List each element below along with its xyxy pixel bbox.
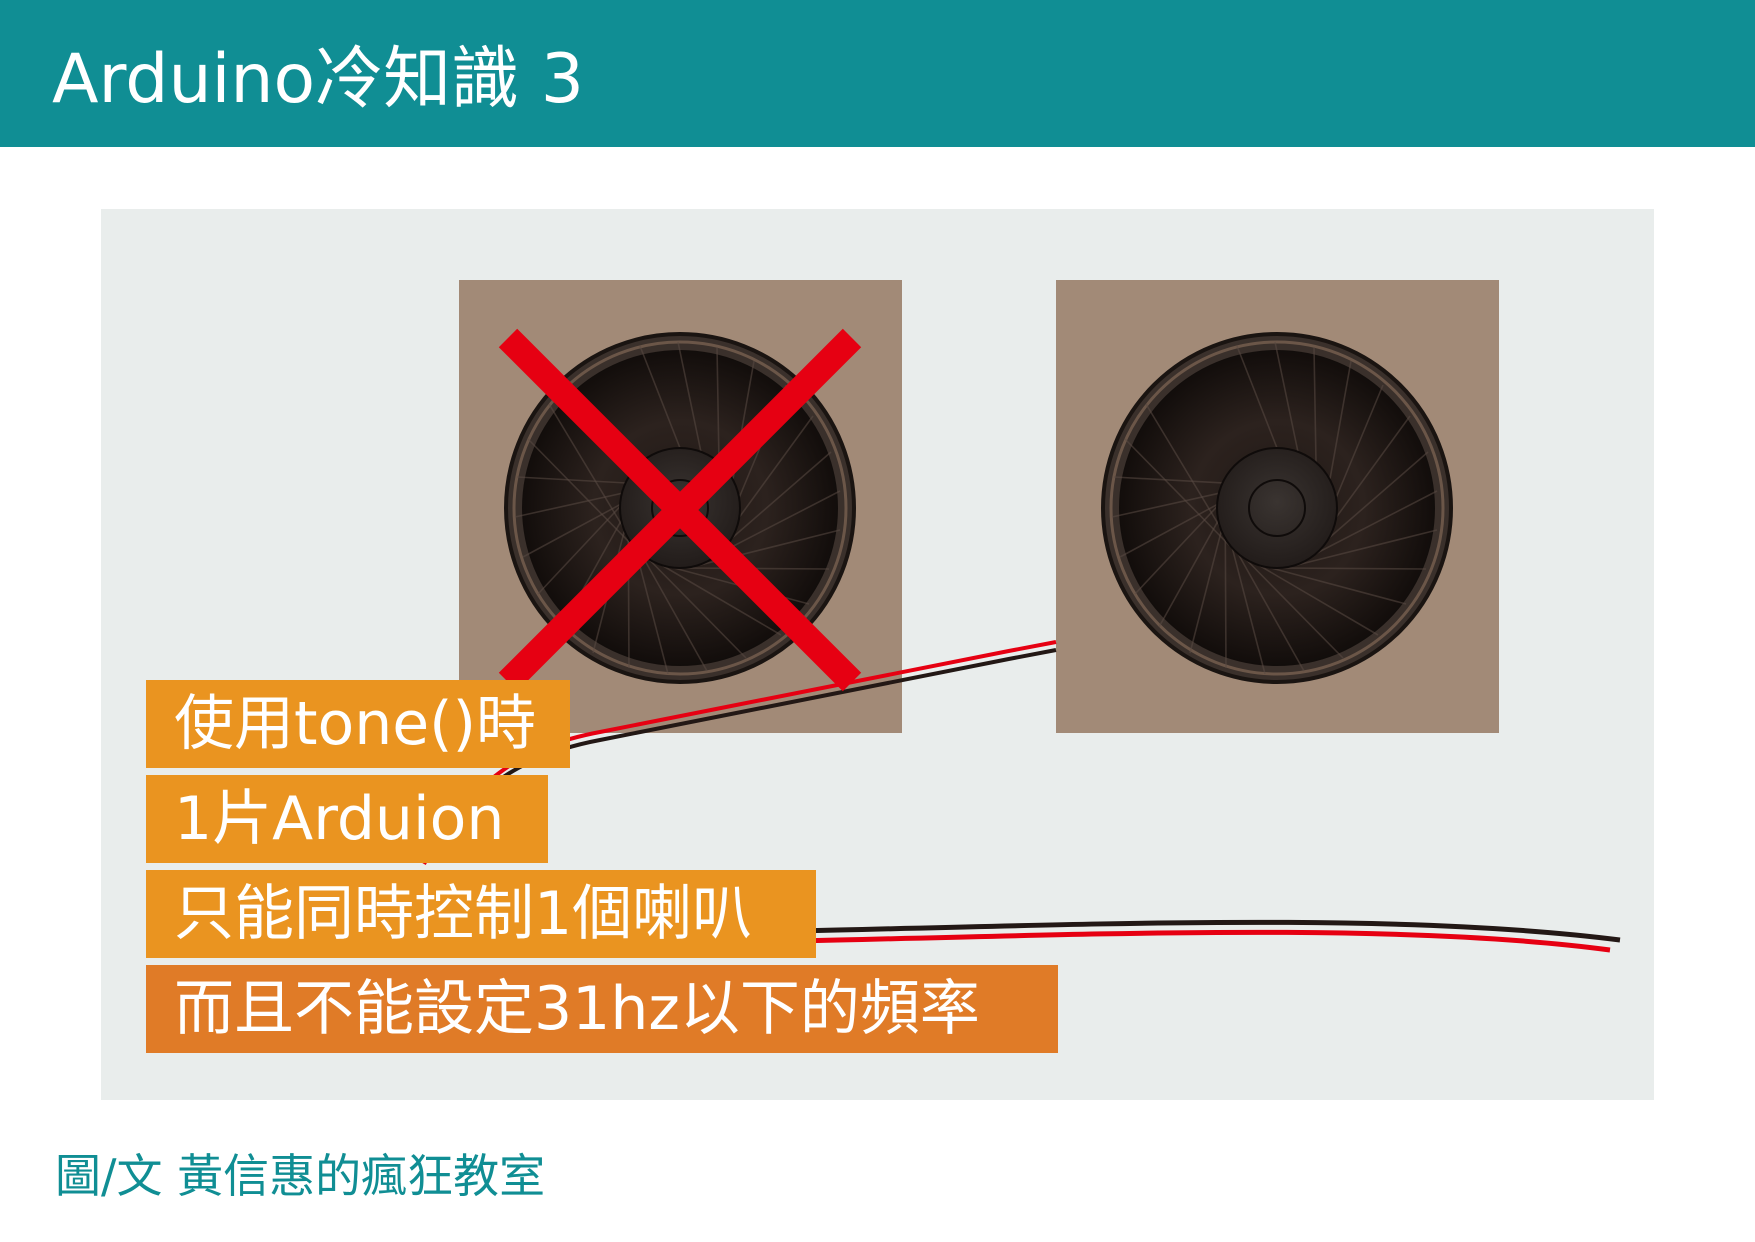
page-title: Arduino冷知識 3 <box>52 40 585 119</box>
speaker-board-left <box>459 280 902 733</box>
label-one-arduino: 1片Arduion <box>146 775 548 863</box>
label-tone-usage: 使用tone()時 <box>146 680 570 768</box>
speaker-board-right <box>1056 280 1499 733</box>
credit-text: 圖/文 黃信惠的瘋狂教室 <box>55 1149 546 1203</box>
label-one-speaker: 只能同時控制1個喇叭 <box>146 870 816 958</box>
title-bar: Arduino冷知識 3 <box>0 0 1755 147</box>
label-frequency-limit: 而且不能設定31hz以下的頻率 <box>146 965 1058 1053</box>
